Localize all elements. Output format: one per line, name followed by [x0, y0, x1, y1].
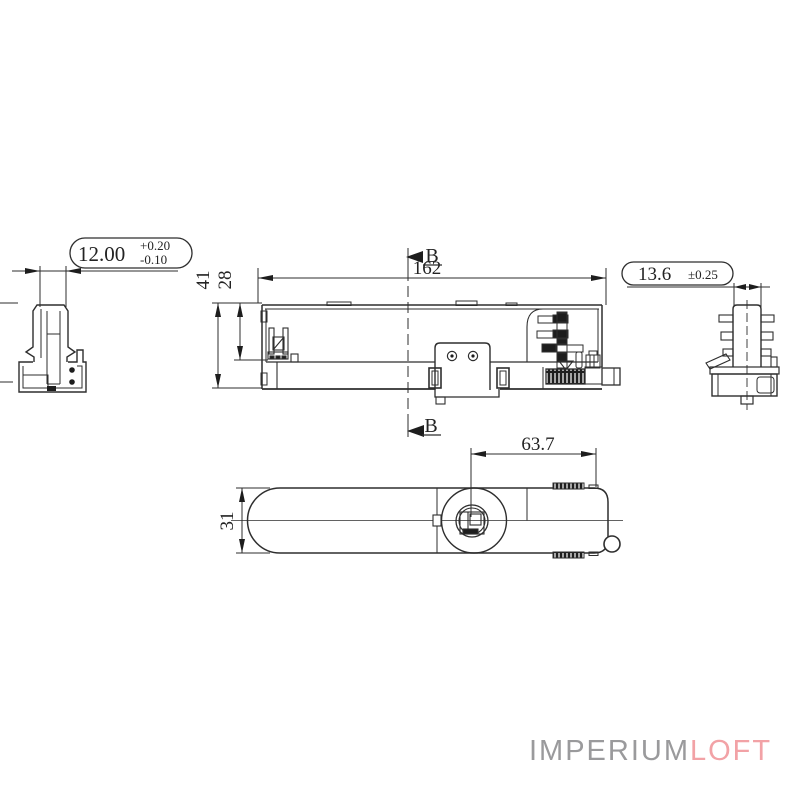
dim-end-width-tol: ±0.25 [688, 267, 718, 282]
logo-pink-text: LOFT [690, 735, 773, 767]
dim-stem-width: 12.00 +0.20 -0.10 [12, 237, 193, 307]
dim-boss-offset: 63.7 [470, 434, 597, 517]
imperiumloft-logo: IMPERIUMLOFT [529, 735, 773, 768]
dim-height-total: 41 [193, 271, 214, 290]
section-label-b-top: B [425, 245, 438, 267]
dim-height-upper: 28 [215, 271, 236, 290]
knurled-wheel [545, 368, 586, 385]
section-arrow-b-bottom [407, 425, 424, 437]
side-section-view [0, 302, 87, 393]
safety-loop [603, 535, 621, 553]
dim-stem-width-value: 12.00 [78, 242, 125, 266]
main-side-view [260, 300, 621, 405]
logo-gray-text: IMPERIUM [529, 735, 690, 767]
end-view [705, 300, 780, 410]
dim-length: 162 [257, 258, 607, 305]
dim-heights: 41 28 [193, 271, 268, 389]
section-line-bb: B B [406, 245, 442, 437]
dim-end-width: 13.6 ±0.25 [621, 261, 770, 307]
dim-body-width: 31 [217, 487, 270, 554]
bottom-view [231, 482, 623, 559]
dim-end-width-value: 13.6 [638, 264, 671, 285]
down-arrow-icon [557, 360, 575, 371]
dim-stem-width-tol-minus: -0.10 [140, 252, 167, 267]
section-label-b-bottom: B [424, 415, 437, 437]
dim-boss-offset-value: 63.7 [521, 434, 554, 455]
knurl-bottom-band [552, 551, 585, 559]
section-arrow-b-top [406, 251, 423, 263]
dim-stem-width-tol-plus: +0.20 [140, 238, 170, 253]
knurl-top-band [552, 482, 585, 490]
dim-body-width-value: 31 [217, 512, 238, 531]
dim-length-value: 162 [413, 258, 442, 279]
